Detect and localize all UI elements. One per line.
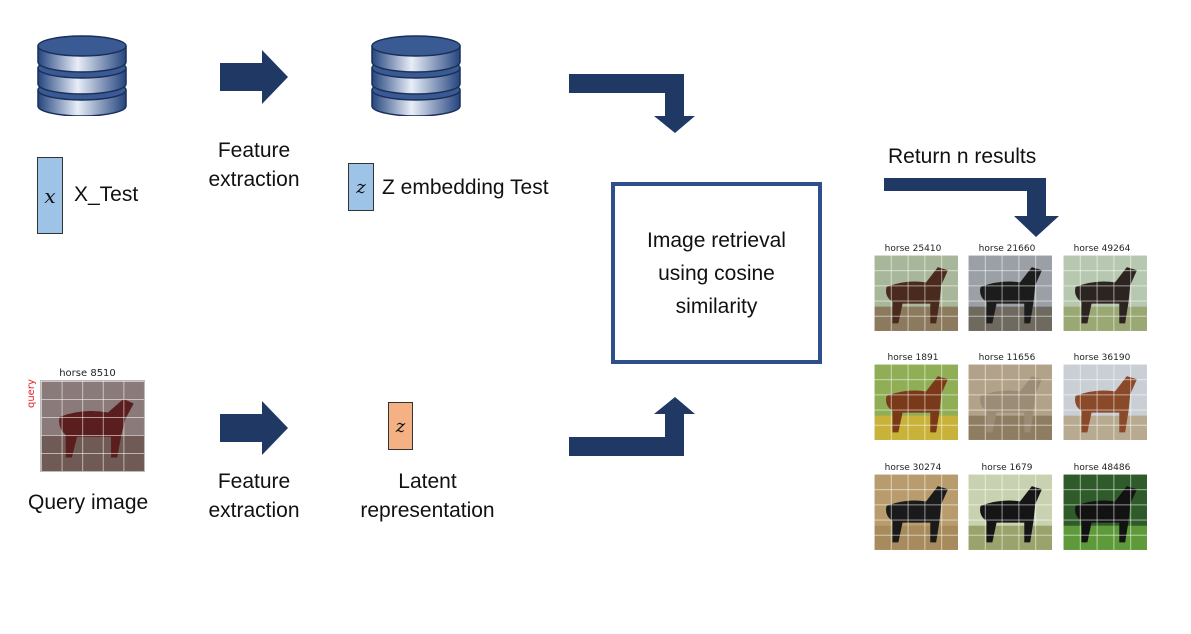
result-thumbnail: horse 48486: [1057, 462, 1147, 560]
result-horse-picture: [1063, 255, 1147, 331]
result-thumbnail: horse 1679: [962, 462, 1052, 560]
result-horse-picture: [1063, 474, 1147, 550]
x-variable: x: [44, 183, 56, 208]
result-horse-picture: [874, 364, 958, 440]
z-variable: z: [356, 176, 366, 198]
result-horse-picture: [968, 474, 1052, 550]
latent-variable: z: [395, 415, 406, 437]
top-feature-arrow-right-icon: [220, 50, 288, 104]
result-thumbnail: horse 11656: [962, 352, 1052, 450]
result-thumbnail: horse 25410: [868, 243, 958, 341]
latent-line2: representation: [360, 499, 495, 522]
result-thumbnail: horse 36190: [1057, 352, 1147, 450]
query-side-label: query: [26, 379, 37, 408]
result-title: horse 48486: [1073, 463, 1131, 473]
x-test-vector: x: [37, 157, 63, 234]
query-image: horse 8510: [30, 368, 145, 484]
result-ticks: [874, 440, 958, 450]
latent-representation-label: Latent representation: [340, 467, 515, 525]
latent-line1: Latent: [398, 470, 457, 493]
result-horse-picture: [874, 474, 958, 550]
result-title: horse 49264: [1073, 244, 1131, 254]
bottom-feature-line2: extraction: [208, 499, 300, 522]
bottom-feature-line1: Feature: [217, 470, 291, 493]
result-ticks: [1063, 440, 1147, 450]
result-horse-picture: [968, 255, 1052, 331]
retrieval-line2: using cosine: [658, 261, 775, 285]
result-title: horse 25410: [884, 244, 942, 254]
result-title: horse 30274: [884, 463, 942, 473]
result-ticks: [968, 331, 1052, 341]
results-bent-arrow-down-icon: [884, 178, 1059, 237]
top-feature-extraction-label: Feature extraction: [195, 136, 313, 194]
result-title: horse 11656: [978, 353, 1036, 363]
result-title: horse 21660: [978, 244, 1036, 254]
result-horse-picture: [1063, 364, 1147, 440]
query-image-label: Query image: [28, 491, 149, 514]
result-ticks: [968, 440, 1052, 450]
bottom-bent-arrow-up-icon: [569, 397, 695, 456]
x-test-database-icon: [37, 35, 127, 116]
query-image-title: horse 8510: [59, 368, 116, 379]
result-title: horse 1679: [981, 463, 1033, 473]
result-ticks: [968, 550, 1052, 560]
result-ticks: [874, 331, 958, 341]
result-thumbnail: horse 49264: [1057, 243, 1147, 341]
top-feature-line1: Feature: [217, 139, 291, 162]
result-ticks: [874, 550, 958, 560]
result-horse-picture: [968, 364, 1052, 440]
query-ticks: [40, 473, 145, 483]
result-thumbnail: horse 21660: [962, 243, 1052, 341]
result-horse-picture: [874, 255, 958, 331]
x-test-label: X_Test: [74, 183, 139, 206]
return-results-label: Return n results: [888, 145, 1037, 168]
z-embedding-label: Z embedding Test: [382, 176, 549, 199]
retrieval-line3: similarity: [675, 294, 758, 318]
query-horse-picture: [40, 380, 145, 472]
result-title: horse 36190: [1073, 353, 1131, 363]
result-title: horse 1891: [887, 353, 939, 363]
result-ticks: [1063, 550, 1147, 560]
result-thumbnail: horse 30274: [868, 462, 958, 560]
result-ticks: [1063, 331, 1147, 341]
bottom-feature-extraction-label: Feature extraction: [195, 467, 313, 525]
result-thumbnail: horse 1891: [868, 352, 958, 450]
z-embedding-vector: z: [348, 163, 374, 211]
top-feature-line2: extraction: [208, 168, 300, 191]
z-embedding-database-icon: [371, 35, 461, 116]
image-retrieval-box: Image retrieval using cosine similarity: [611, 182, 822, 364]
latent-vector: z: [388, 402, 413, 450]
retrieval-line1: Image retrieval: [647, 228, 786, 252]
top-bent-arrow-down-icon: [569, 74, 695, 133]
bottom-feature-arrow-right-icon: [220, 401, 288, 455]
